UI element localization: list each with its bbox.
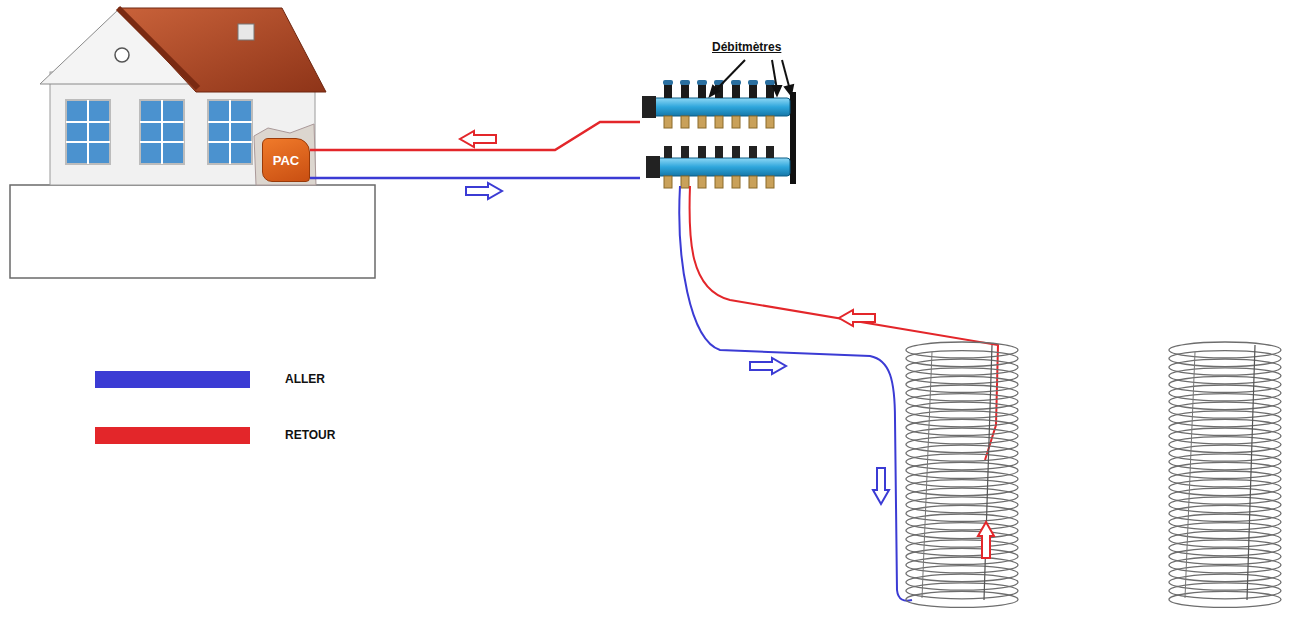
leader-lines: [710, 60, 793, 96]
unit-label: PAC: [273, 153, 299, 168]
supply-pipe: [679, 186, 912, 601]
ground-block: [10, 185, 375, 278]
callout-label: Débitmètres: [712, 40, 781, 54]
heat-pump-unit: PAC: [262, 138, 310, 182]
pipe-connector: [310, 177, 640, 180]
flow-arrows: [460, 131, 994, 558]
house: [40, 8, 326, 185]
pipe-connector: [310, 122, 640, 150]
legend-label: RETOUR: [285, 428, 335, 442]
manifold: [642, 80, 796, 188]
legend-swatch: [95, 371, 250, 388]
manifold-box: Débitmètres: [640, 38, 800, 192]
slinky-coils: [906, 342, 1281, 607]
legend-swatch: [95, 427, 250, 444]
legend-label: ALLER: [285, 372, 325, 386]
